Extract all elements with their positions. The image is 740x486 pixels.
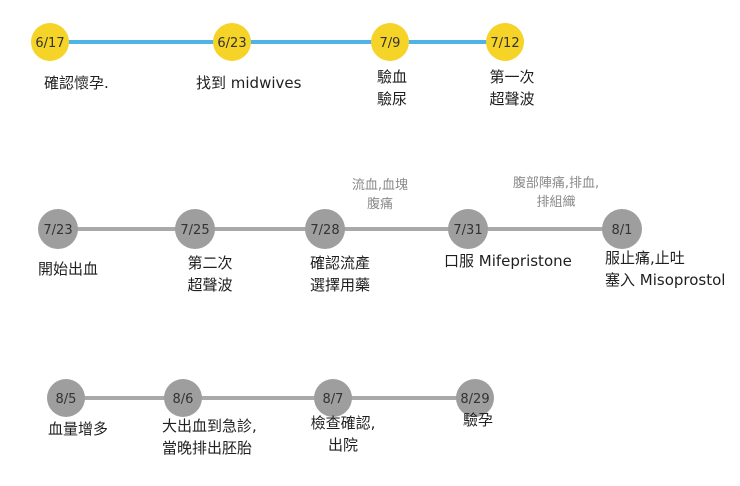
event-label-line: 當晚排出胚胎 <box>162 439 253 457</box>
timeline-node-circle <box>213 23 251 61</box>
timeline-node-circle <box>47 379 85 417</box>
symptom-note-line: 腹部陣痛,排血, <box>512 176 600 191</box>
timeline-node-date: 7/23 <box>43 223 72 238</box>
symptom-note-line: 腹痛 <box>366 197 394 212</box>
timeline-node-date: 8/5 <box>56 392 77 407</box>
event-label-line: 確認流產 <box>309 254 371 272</box>
timeline-node: 7/12 <box>486 23 524 61</box>
timeline-node-date: 8/7 <box>323 392 344 407</box>
event-label-line: 確認懷孕. <box>44 74 109 92</box>
timeline-event-label: 第二次超聲波 <box>187 252 232 296</box>
event-label-line: 驗血 <box>376 68 408 86</box>
timeline-event-label: 服止痛,止吐塞入 Misoprostol <box>605 247 725 291</box>
event-label-line: 選擇用藥 <box>309 276 371 294</box>
timeline-node-circle <box>448 209 488 249</box>
symptom-note: 流血,血塊腹痛 <box>352 176 408 214</box>
event-label-line: 口服 Mifepristone <box>444 252 572 270</box>
timeline-node: 7/23 <box>38 209 78 249</box>
timeline-node-date: 7/12 <box>490 36 519 51</box>
event-label-line: 找到 midwives <box>196 74 302 92</box>
event-label-line: 第二次 <box>187 254 233 272</box>
timeline-event-label: 確認流產選擇用藥 <box>310 252 370 296</box>
event-label-line: 檢查確認, <box>310 414 376 432</box>
timeline-node-circle <box>31 23 69 61</box>
timeline-event-label: 開始出血 <box>38 258 98 280</box>
timeline-node-date: 6/17 <box>35 36 64 51</box>
event-label-line: 超聲波 <box>187 276 233 294</box>
timeline-node-circle <box>371 23 409 61</box>
timeline-event-label: 驗孕 <box>463 409 493 431</box>
event-label-line: 驗孕 <box>462 411 494 429</box>
timeline-node-date: 7/28 <box>310 223 339 238</box>
event-label-line: 塞入 Misoprostol <box>605 271 726 289</box>
timeline-node-date: 6/23 <box>217 36 246 51</box>
timeline-event-label: 找到 midwives <box>196 72 301 94</box>
timeline-node-circle <box>305 209 345 249</box>
timeline-event-label: 血量增多 <box>48 418 108 440</box>
timeline-node: 8/1 <box>602 209 642 249</box>
timeline-event-label: 大出血到急診, 當晚排出胚胎 <box>162 415 257 459</box>
timeline-node: 8/29 <box>456 379 494 417</box>
timeline-node: 7/9 <box>371 23 409 61</box>
timeline-event-label: 檢查確認, 出院 <box>311 412 376 456</box>
timeline-node-circle <box>456 379 494 417</box>
symptom-note: 腹部陣痛,排血, 排組織 <box>513 174 599 212</box>
timeline-node-date: 8/6 <box>173 392 194 407</box>
timeline-node: 6/17 <box>31 23 69 61</box>
symptom-note-line: 流血,血塊 <box>351 178 409 193</box>
timeline-node: 6/23 <box>213 23 251 61</box>
timeline-node: 8/5 <box>47 379 85 417</box>
timeline-node-circle <box>486 23 524 61</box>
event-label-line: 血量增多 <box>48 420 109 438</box>
timeline-node: 7/31 <box>448 209 488 249</box>
timeline-node-date: 8/1 <box>612 223 633 238</box>
symptom-note-line: 排組織 <box>536 195 576 210</box>
timeline-node-date: 8/29 <box>460 392 489 407</box>
event-label-line: 服止痛,止吐 <box>605 249 685 267</box>
timeline-node: 7/25 <box>175 209 215 249</box>
timeline-node-circle <box>314 379 352 417</box>
timeline-node-circle <box>175 209 215 249</box>
event-label-line: 驗尿 <box>376 90 408 108</box>
timeline-node-circle <box>164 379 202 417</box>
event-label-line: 開始出血 <box>37 260 99 278</box>
timeline-event-label: 驗血驗尿 <box>377 66 407 110</box>
event-label-line: 超聲波 <box>489 90 535 108</box>
timeline-node-date: 7/25 <box>180 223 209 238</box>
timeline-event-label: 確認懷孕. <box>44 72 109 94</box>
timeline-node-date: 7/9 <box>380 36 401 51</box>
event-label-line: 第一次 <box>489 68 535 86</box>
timeline-node-date: 7/31 <box>453 223 482 238</box>
timeline-node-circle <box>602 209 642 249</box>
timeline-node-circle <box>38 209 78 249</box>
event-label-line: 出院 <box>327 436 358 454</box>
timeline-event-label: 口服 Mifepristone <box>444 250 572 272</box>
timeline-node: 7/28 <box>305 209 345 249</box>
event-label-line: 大出血到急診, <box>162 417 257 435</box>
timeline-node: 8/6 <box>164 379 202 417</box>
timeline-event-label: 第一次超聲波 <box>489 66 534 110</box>
timeline-node: 8/7 <box>314 379 352 417</box>
